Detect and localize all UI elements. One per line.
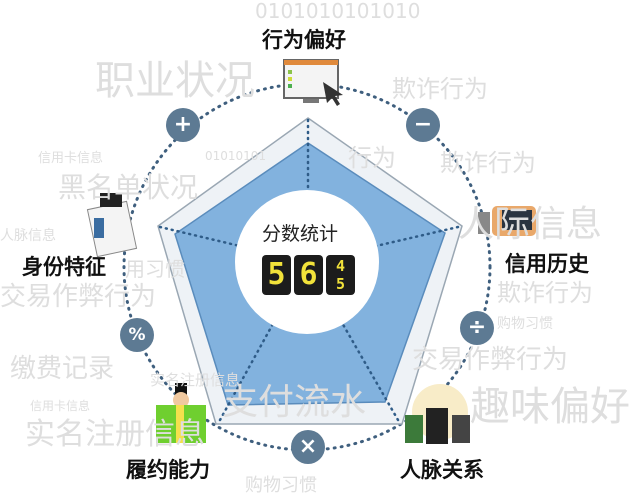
bg-word: 趣味偏好 [470, 384, 630, 430]
bg-word: 01010101 [205, 149, 267, 163]
score-digit: 5 [262, 255, 291, 295]
multiply-icon: × [291, 430, 325, 464]
bg-word: 交易作弊行为 [412, 345, 569, 375]
minus-icon: − [406, 108, 440, 142]
id-document-icon [86, 193, 138, 258]
bg-word: 实名注册信息 [25, 417, 205, 452]
bg-word: 购物习惯 [245, 475, 317, 496]
bg-word: 0101010101010 [255, 0, 421, 23]
bg-word: 购物习惯 [497, 316, 553, 332]
bg-word: 用习惯 [125, 257, 185, 281]
score-tiles: 5 6 4 5 [262, 255, 355, 295]
plus-icon: + [166, 108, 200, 142]
bg-word: 欺诈行为 [392, 75, 488, 103]
bg-word: 欺诈行为 [497, 279, 593, 307]
dimension-label-connections: 人脉关系 [400, 458, 484, 482]
bg-word: 欺诈行为 [440, 149, 536, 177]
bg-word: 信用卡信息 [30, 399, 91, 413]
bg-word: 职业状况 [95, 58, 255, 104]
dimension-label-identity: 身份特征 [22, 255, 106, 279]
percent-icon: % [120, 318, 154, 352]
money-person-icon [156, 383, 206, 443]
bg-word: 信用卡信息 [38, 151, 104, 166]
bg-word: 交易作弊行为 [0, 282, 157, 312]
computer-monitor-icon [283, 59, 343, 106]
score-flip-digit: 4 5 [326, 255, 355, 295]
bg-word: 行为 [348, 144, 396, 172]
credit-card-icon [478, 206, 536, 236]
bg-word: 人脉信息 [0, 228, 56, 244]
bg-word: 人际信息 [458, 204, 603, 245]
flip-digit-top: 4 [335, 257, 346, 275]
score-digit: 6 [294, 255, 323, 295]
center-title: 分数统计 [262, 223, 339, 245]
flip-digit-bottom: 5 [335, 275, 346, 293]
people-group-icon [405, 384, 470, 444]
bg-word: 缴费记录 [10, 354, 115, 384]
dimension-label-credit-history: 信用历史 [505, 252, 589, 276]
dimension-label-performance: 履约能力 [126, 458, 210, 482]
bg-word: 黑名单状况 [58, 171, 199, 204]
bg-word: 实名注册信息 [150, 371, 241, 389]
dimension-label-behavior: 行为偏好 [262, 28, 346, 52]
bg-word: 支付流水 [222, 382, 367, 423]
divide-icon: ÷ [460, 311, 494, 345]
